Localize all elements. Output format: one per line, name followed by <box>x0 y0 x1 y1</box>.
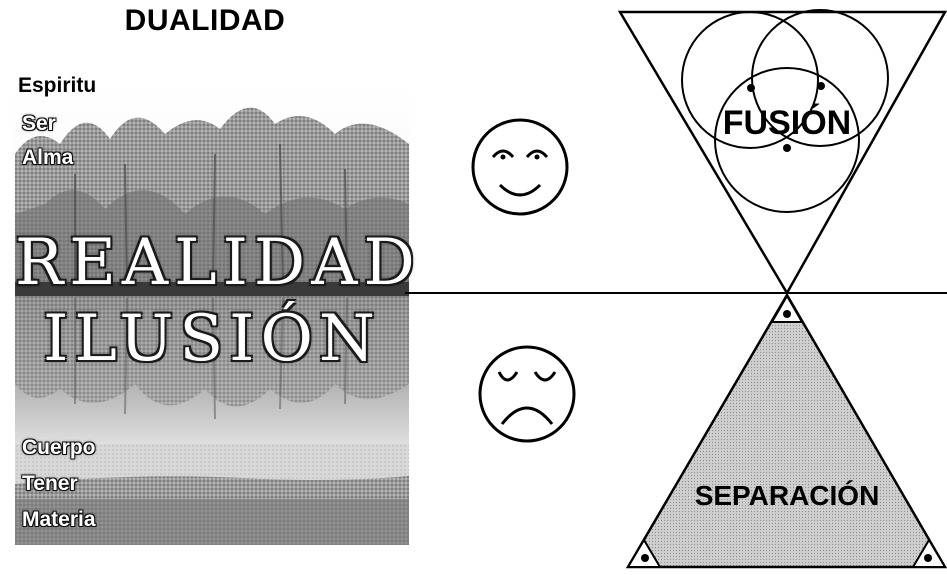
upright-triangle <box>628 295 945 567</box>
separacion-label: SEPARACIÓN <box>687 480 887 512</box>
